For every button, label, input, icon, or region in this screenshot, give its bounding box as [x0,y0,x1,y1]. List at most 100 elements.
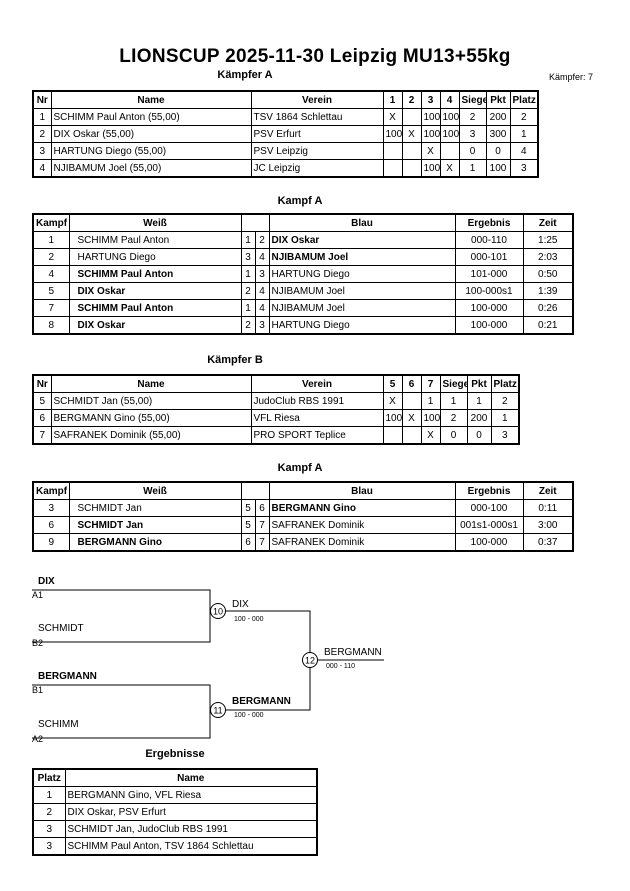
column-header: Siege [439,374,468,393]
fight-time: 1:25 [522,231,574,249]
fight-time: 0:26 [522,299,574,317]
table-cell: HARTUNG Diego (55,00) [50,142,252,160]
table-cell: 3 [32,142,52,160]
white-number: 6 [240,533,256,552]
white-fighter: SCHIMM Paul Anton [68,265,242,283]
result-place: 2 [32,803,66,821]
table-cell: 1 [509,125,539,143]
table-cell: 100 [420,108,441,126]
fight-number: 7 [32,299,70,317]
table-cell: X [382,392,403,410]
fight-result: 100-000 [454,533,524,552]
table-cell: 4 [32,159,52,178]
blue-fighter: BERGMANN Gino [268,499,456,517]
result-place: 3 [32,820,66,838]
bracket-b1-seed: B1 [32,685,43,695]
bracket-a2-name: SCHIMM [38,719,79,730]
table-cell: SCHMIDT Jan (55,00) [50,392,252,410]
fight-time: 2:03 [522,248,574,266]
table-cell: 2 [32,125,52,143]
white-fighter: DIX Oskar [68,282,242,300]
page-title: LIONSCUP 2025-11-30 Leipzig MU13+55kg [119,46,511,67]
white-number: 1 [240,265,256,283]
column-header: Name [50,374,252,393]
table-cell [439,142,460,160]
fight-result: 001s1-000s1 [454,516,524,534]
white-number: 5 [240,516,256,534]
table-cell: JudoClub RBS 1991 [250,392,384,410]
table-cell: 0 [439,426,468,445]
column-header: Pkt [466,374,492,393]
result-name: BERGMANN Gino, VFL Riesa [64,786,318,804]
fight-time: 3:00 [522,516,574,534]
table-cell: PSV Leipzig [250,142,384,160]
table-cell: X [401,125,422,143]
column-header [240,213,270,232]
fight-time: 1:39 [522,282,574,300]
table-cell: JC Leipzig [250,159,384,178]
table-cell [382,159,403,178]
blue-number: 4 [254,248,270,266]
white-fighter: HARTUNG Diego [68,248,242,266]
white-fighter: BERGMANN Gino [68,533,242,552]
column-header: Name [50,90,252,109]
bracket: DIX A1 SCHMIDT B2 BERGMANN B1 SCHIMM A2 … [32,576,384,744]
white-fighter: DIX Oskar [68,316,242,335]
column-header: 2 [401,90,422,109]
fight-time: 0:50 [522,265,574,283]
table-cell: 100 [420,159,441,178]
table-cell: PSV Erfurt [250,125,384,143]
column-header: Weiß [68,213,242,232]
table-cell: 1 [420,392,441,410]
table-cell: 100 [439,125,460,143]
column-header: Nr [32,90,52,109]
result-name: SCHMIDT Jan, JudoClub RBS 1991 [64,820,318,838]
blue-fighter: DIX Oskar [268,231,456,249]
fight-10-winner: DIX [232,599,249,610]
table-cell: NJIBAMUM Joel (55,00) [50,159,252,178]
table-cell: X [382,108,403,126]
table-cell: 4 [509,142,539,160]
fight-result: 101-000 [454,265,524,283]
table-cell: X [401,409,422,427]
column-header: Nr [32,374,52,393]
result-name: SCHIMM Paul Anton, TSV 1864 Schlettau [64,837,318,856]
table-cell [401,142,422,160]
fight-12-winner: BERGMANN [324,647,382,658]
result-place: 1 [32,786,66,804]
table-cell: 200 [466,409,492,427]
column-header: 6 [401,374,422,393]
fight-number: 5 [32,282,70,300]
column-header: Pkt [485,90,511,109]
table-cell: X [420,426,441,445]
table-cell: 2 [490,392,520,410]
table-cell: 1 [439,392,468,410]
table-cell: SCHIMM Paul Anton (55,00) [50,108,252,126]
fight-12-score: 000 - 110 [326,663,355,670]
table-cell [401,392,422,410]
fight-result: 100-000s1 [454,282,524,300]
column-header: Platz [32,768,66,787]
table-cell [382,142,403,160]
fight-number: 8 [32,316,70,335]
fight-result: 000-110 [454,231,524,249]
table-cell: SAFRANEK Dominik (55,00) [50,426,252,445]
table-cell [401,159,422,178]
table-cell [382,426,403,445]
table-cell: 100 [485,159,511,178]
table-cell: X [420,142,441,160]
column-header: Blau [268,481,456,500]
